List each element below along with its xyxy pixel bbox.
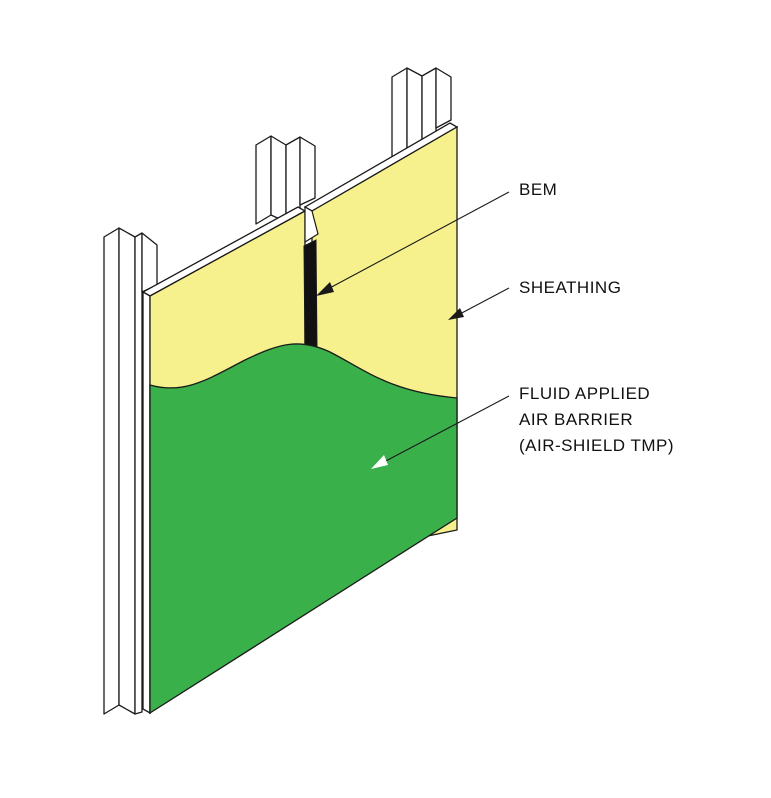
sheathing-label: SHEATHING: [519, 278, 622, 297]
bem-joint-strip: [303, 239, 318, 357]
sheathing-side-edge: [142, 290, 151, 715]
sheathing-leader-arrowhead: [448, 308, 464, 320]
steel-studs: [103, 67, 452, 715]
steel-stud-right: [391, 67, 452, 160]
air-barrier-label-line1: FLUID APPLIED: [519, 384, 651, 403]
air-barrier-leader-arrowhead: [371, 455, 388, 469]
sheathing-joint-gap: [304, 205, 319, 244]
sheathing-leader-line: [457, 287, 510, 316]
fluid-applied-air-barrier: [149, 343, 458, 715]
air-barrier-label-line3: (AIR-SHIELD TMP): [519, 436, 675, 455]
bem-label: BEM: [519, 180, 558, 199]
steel-stud-left: [103, 227, 158, 715]
bem-strip: [303, 239, 318, 357]
bem-leader-arrowhead: [316, 282, 334, 296]
air-barrier-leader-line: [381, 395, 510, 464]
steel-stud-middle: [255, 135, 316, 225]
leader-lines: [316, 191, 510, 469]
bem-leader-line: [325, 191, 510, 291]
air-barrier-label-line2: AIR BARRIER: [519, 410, 634, 429]
